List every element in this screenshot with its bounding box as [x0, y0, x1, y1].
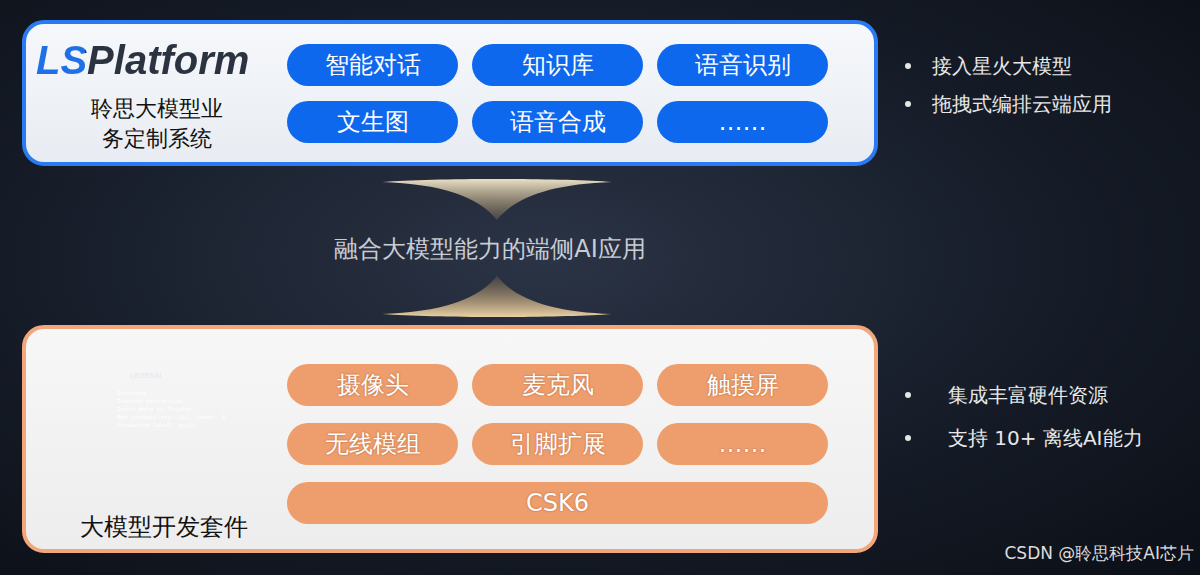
pill-label: ……: [719, 108, 767, 136]
feature-pill: 语音识别: [657, 44, 828, 86]
screen-text: Resizing...: [117, 391, 157, 397]
bullet-dot: [905, 101, 911, 107]
feature-pill: 知识库: [472, 44, 643, 86]
hardware-note: 集成丰富硬件资源: [948, 385, 1108, 405]
screen-text: Predicted label: apple: [117, 423, 196, 429]
screen-text: Feature extraction...: [117, 399, 193, 405]
bullet-dot: [905, 63, 911, 69]
devkit-panel: 大模型开发套件 摄像头 麦克风 触摸屏无线模组 引脚扩展 …… CSK6: [22, 325, 878, 553]
pill-label: 智能对话: [325, 49, 421, 81]
feature-pill: 语音合成: [472, 101, 643, 143]
bullet-dot: [905, 435, 911, 441]
hardware-pill: 摄像头: [287, 364, 458, 406]
pill-label: 触摸屏: [707, 369, 779, 401]
screen-text: Max probability: 117, index: 0: [117, 415, 225, 421]
pill-label: ……: [719, 430, 767, 458]
pill-label: CSK6: [526, 489, 589, 517]
bullet-dot: [905, 392, 911, 398]
hardware-pill: 无线模组: [287, 423, 458, 465]
platform-panel: LSPlatform 聆思大模型业务定制系统 智能对话 知识库 语音识别文生图 语音合成 ……: [22, 20, 878, 166]
logo-text: LSPlatform: [36, 38, 249, 83]
bridge-caption: 融合大模型能力的端侧AI应用: [334, 237, 646, 261]
pill-label: 摄像头: [337, 369, 409, 401]
feature-pill: 智能对话: [287, 44, 458, 86]
hardware-pill: ……: [657, 423, 828, 465]
hardware-note: 支持 10+ 离线AI能力: [948, 428, 1143, 448]
feature-pill: ……: [657, 101, 828, 143]
pill-label: 语音识别: [695, 49, 791, 81]
pill-label: 无线模组: [325, 428, 421, 460]
chip-bar: CSK6: [287, 482, 828, 524]
feature-note: 拖拽式编排云端应用: [932, 94, 1112, 114]
kit-name: 大模型开发套件: [64, 511, 264, 543]
pill-label: 引脚扩展: [510, 428, 606, 460]
hardware-pill: 引脚扩展: [472, 423, 643, 465]
pill-label: 麦克风: [522, 369, 594, 401]
feature-note: 接入星火大模型: [932, 56, 1072, 76]
pill-label: 知识库: [522, 49, 594, 81]
hardware-pill: 麦克风: [472, 364, 643, 406]
pill-label: 文生图: [337, 106, 409, 138]
screen-text: Input data to Thinker...: [117, 407, 203, 413]
watermark: CSDN @聆思科技AI芯片: [1004, 545, 1194, 562]
hardware-pill: 触摸屏: [657, 364, 828, 406]
board-brand: LISTENAI: [130, 372, 161, 379]
pill-label: 语音合成: [510, 106, 606, 138]
system-name: 聆思大模型业务定制系统: [85, 94, 229, 154]
feature-pill: 文生图: [287, 101, 458, 143]
